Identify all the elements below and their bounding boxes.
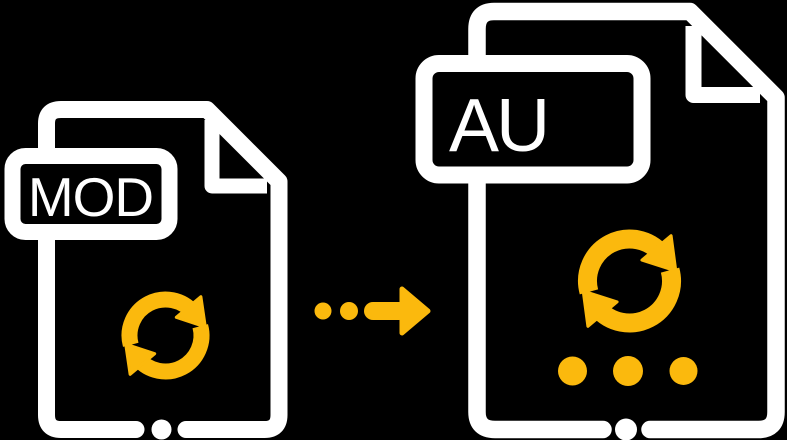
target-format-badge bbox=[415, 55, 651, 184]
source-document-outline bbox=[38, 101, 288, 438]
target-sync-icon bbox=[578, 229, 681, 333]
source-document-icon: MOD bbox=[4, 101, 288, 440]
source-format-label: MOD bbox=[28, 166, 153, 228]
arrow-right-icon bbox=[364, 286, 431, 336]
source-format-badge bbox=[4, 148, 178, 240]
target-document-icon: AU bbox=[415, 2, 785, 440]
arrow-leading-dot-1 bbox=[314, 302, 332, 320]
source-folded-corner-icon bbox=[204, 120, 267, 194]
target-document-outline bbox=[468, 2, 785, 439]
target-format-label: AU bbox=[449, 83, 547, 167]
source-sync-icon bbox=[121, 291, 210, 380]
arrow-leading-dot-2 bbox=[340, 302, 358, 320]
target-folded-corner-icon bbox=[685, 26, 760, 103]
target-bottom-edge-dot bbox=[615, 418, 637, 440]
source-bottom-edge-dot bbox=[151, 419, 172, 440]
target-ellipsis-dots-icon bbox=[558, 356, 698, 386]
conversion-arrow bbox=[314, 286, 431, 336]
